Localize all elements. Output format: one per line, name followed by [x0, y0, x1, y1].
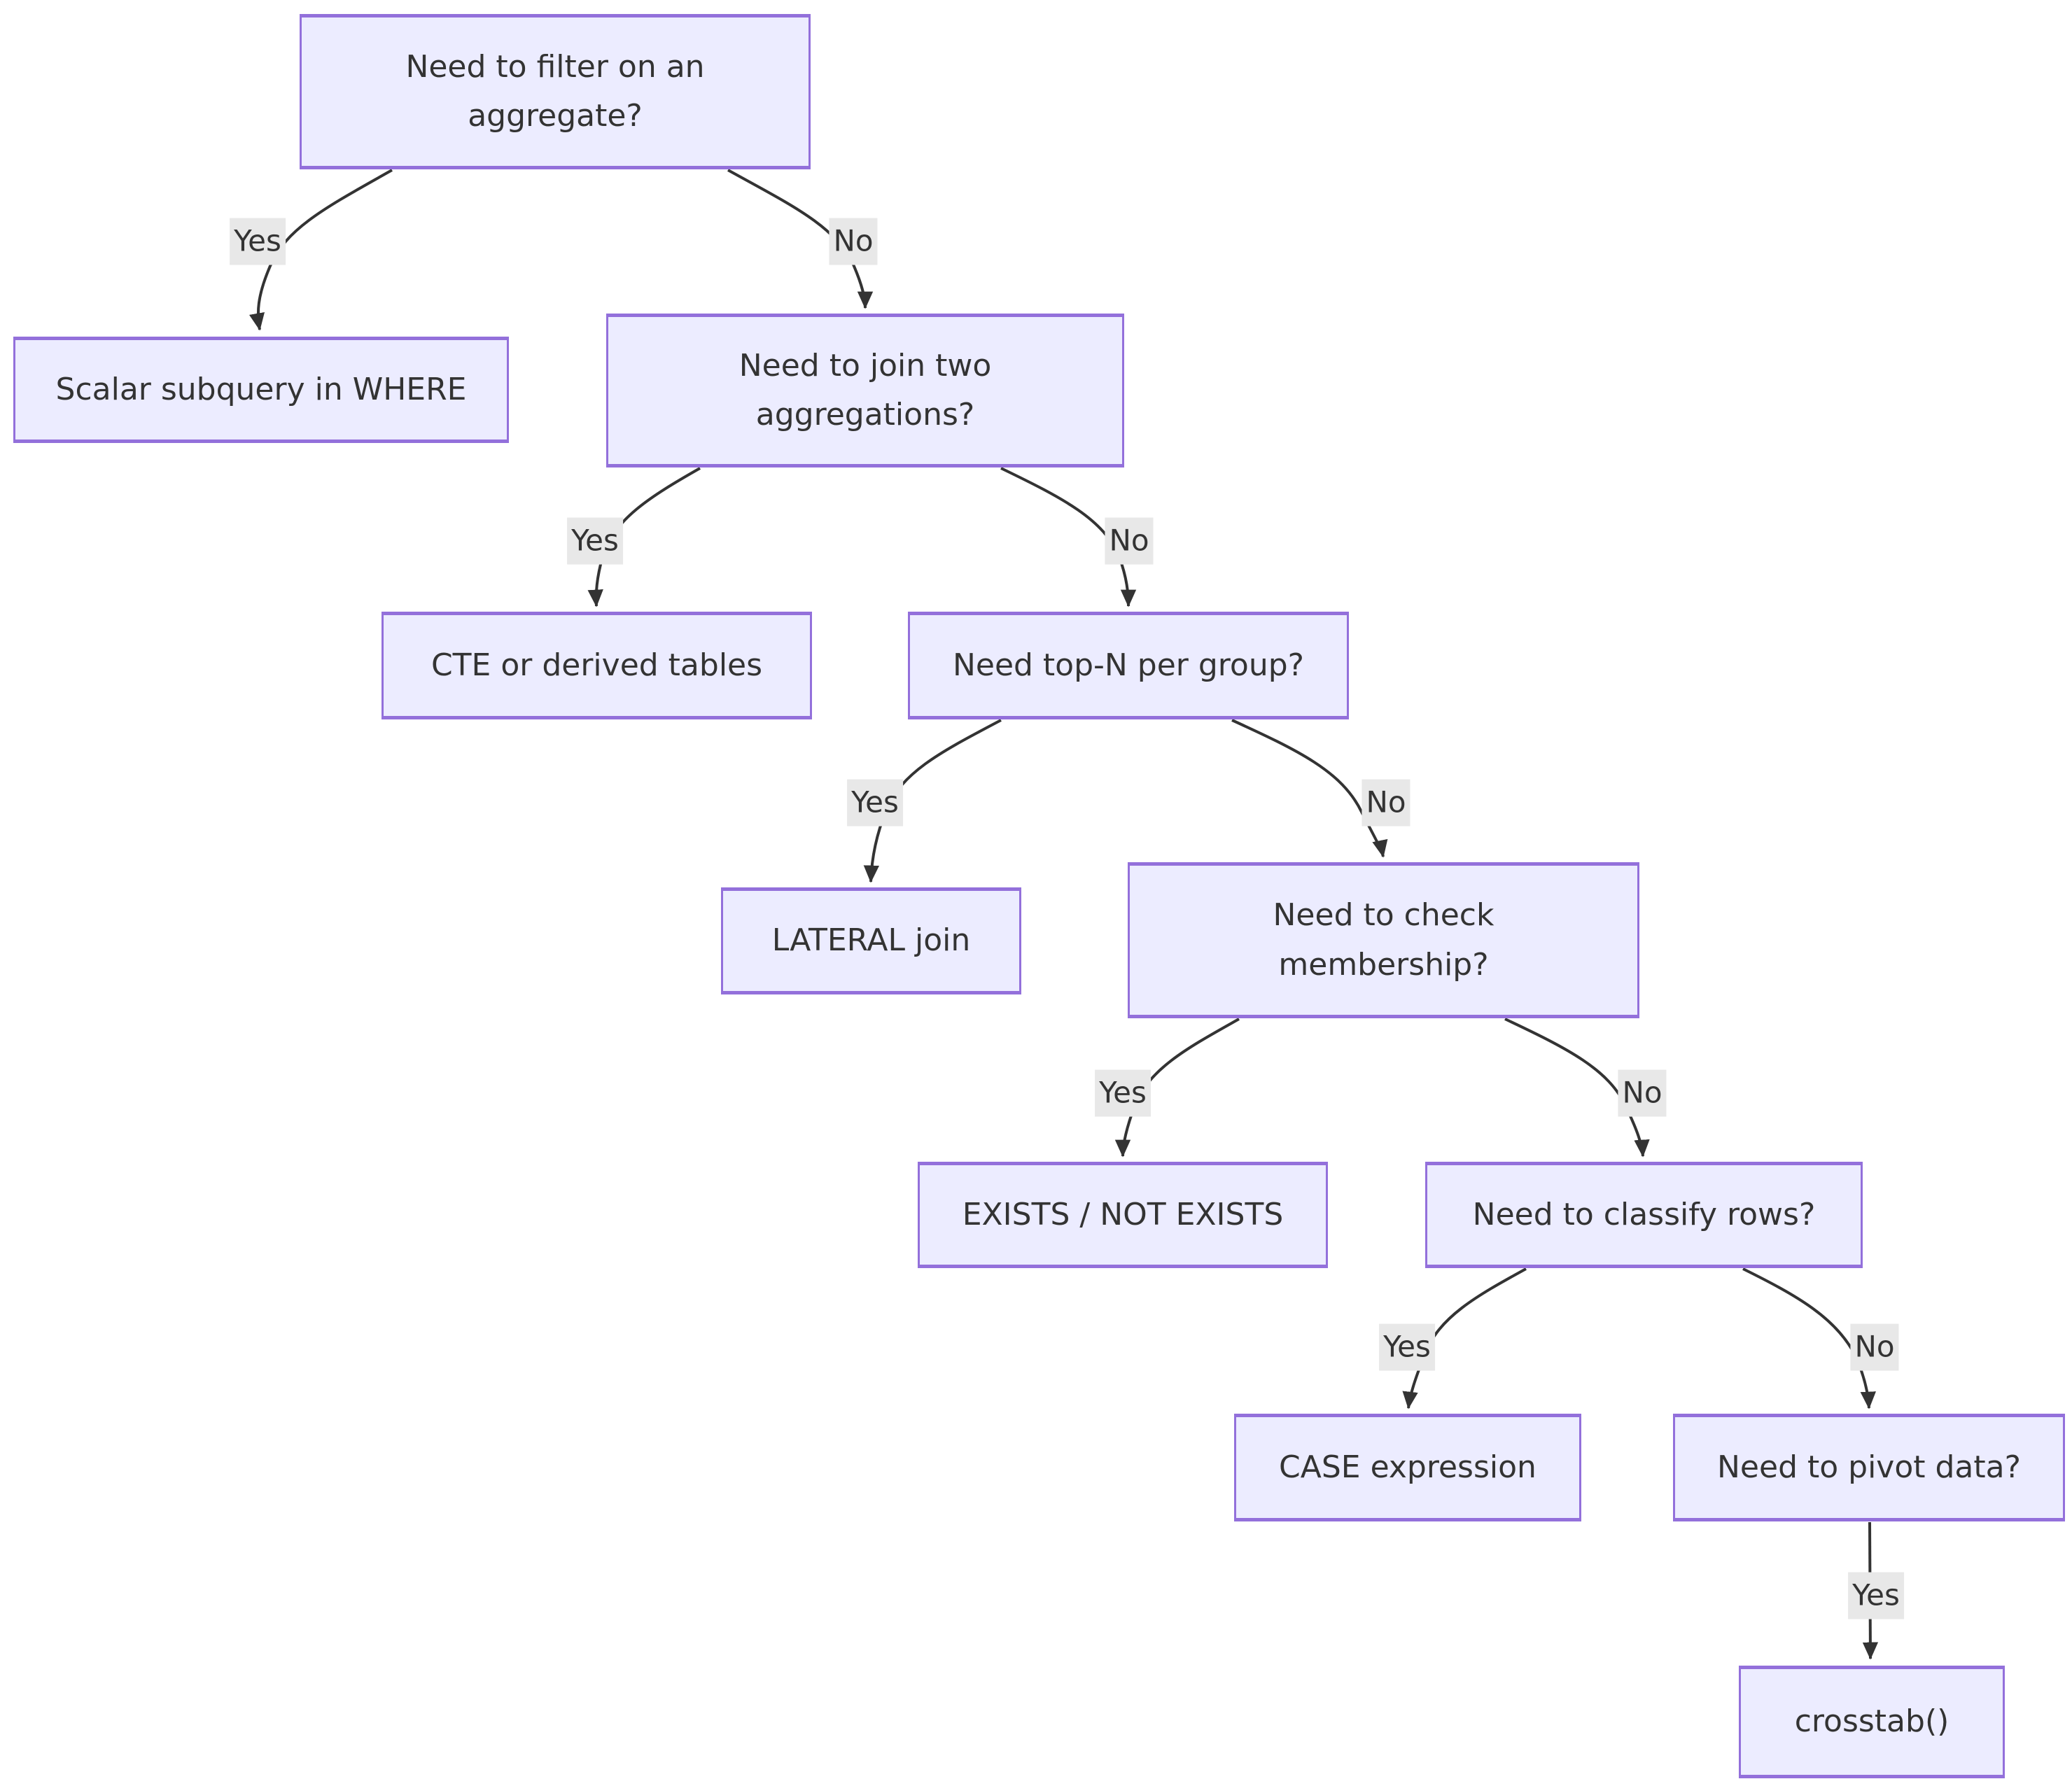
node-lateral-join: LATERAL join: [721, 887, 1021, 994]
node-case-expression: CASE expression: [1234, 1414, 1581, 1521]
edge-label-topn-yes: Yes: [847, 779, 903, 827]
node-scalar-subquery: Scalar subquery in WHERE: [13, 337, 509, 443]
edge-label-classify-yes: Yes: [1379, 1323, 1435, 1371]
node-q-join-aggregations-label: Need to join two aggregations?: [738, 347, 992, 433]
edge-label-pivot-yes: Yes: [1848, 1572, 1904, 1619]
node-q-filter-aggregate-label: Need to filter on an aggregate?: [405, 48, 705, 134]
edge-label-join-yes: Yes: [567, 517, 623, 565]
node-case-expression-label: CASE expression: [1279, 1449, 1536, 1485]
node-exists-not-exists-label: EXISTS / NOT EXISTS: [962, 1196, 1284, 1232]
node-q-check-membership-label: Need to check membership?: [1273, 897, 1494, 983]
node-cte-derived-tables: CTE or derived tables: [382, 612, 812, 719]
edge-label-filter-yes: Yes: [230, 218, 286, 265]
edge-label-join-no: No: [1105, 517, 1154, 565]
node-scalar-subquery-label: Scalar subquery in WHERE: [55, 371, 467, 407]
edge-label-topn-no: No: [1362, 779, 1410, 827]
edge-label-membership-no: No: [1618, 1069, 1667, 1117]
node-q-filter-aggregate: Need to filter on an aggregate?: [300, 14, 811, 169]
node-q-classify-rows: Need to classify rows?: [1425, 1162, 1863, 1268]
node-q-pivot-data: Need to pivot data?: [1673, 1414, 2065, 1521]
edge-label-membership-yes: Yes: [1095, 1069, 1151, 1117]
node-cte-derived-tables-label: CTE or derived tables: [430, 647, 763, 683]
node-q-check-membership: Need to check membership?: [1128, 862, 1639, 1018]
node-crosstab: crosstab(): [1739, 1666, 2005, 1778]
edge-topn-no: [1231, 719, 1388, 858]
node-crosstab-label: crosstab(): [1794, 1703, 1949, 1740]
edge-label-classify-no: No: [1850, 1323, 1899, 1371]
node-q-top-n-per-group: Need top-N per group?: [908, 612, 1349, 719]
node-lateral-join-label: LATERAL join: [771, 922, 971, 959]
node-q-classify-rows-label: Need to classify rows?: [1472, 1196, 1816, 1232]
edge-label-filter-no: No: [829, 218, 878, 265]
node-q-top-n-per-group-label: Need top-N per group?: [952, 647, 1305, 683]
node-q-join-aggregations: Need to join two aggregations?: [606, 314, 1124, 467]
node-exists-not-exists: EXISTS / NOT EXISTS: [918, 1162, 1328, 1268]
node-q-pivot-data-label: Need to pivot data?: [1717, 1449, 2021, 1485]
